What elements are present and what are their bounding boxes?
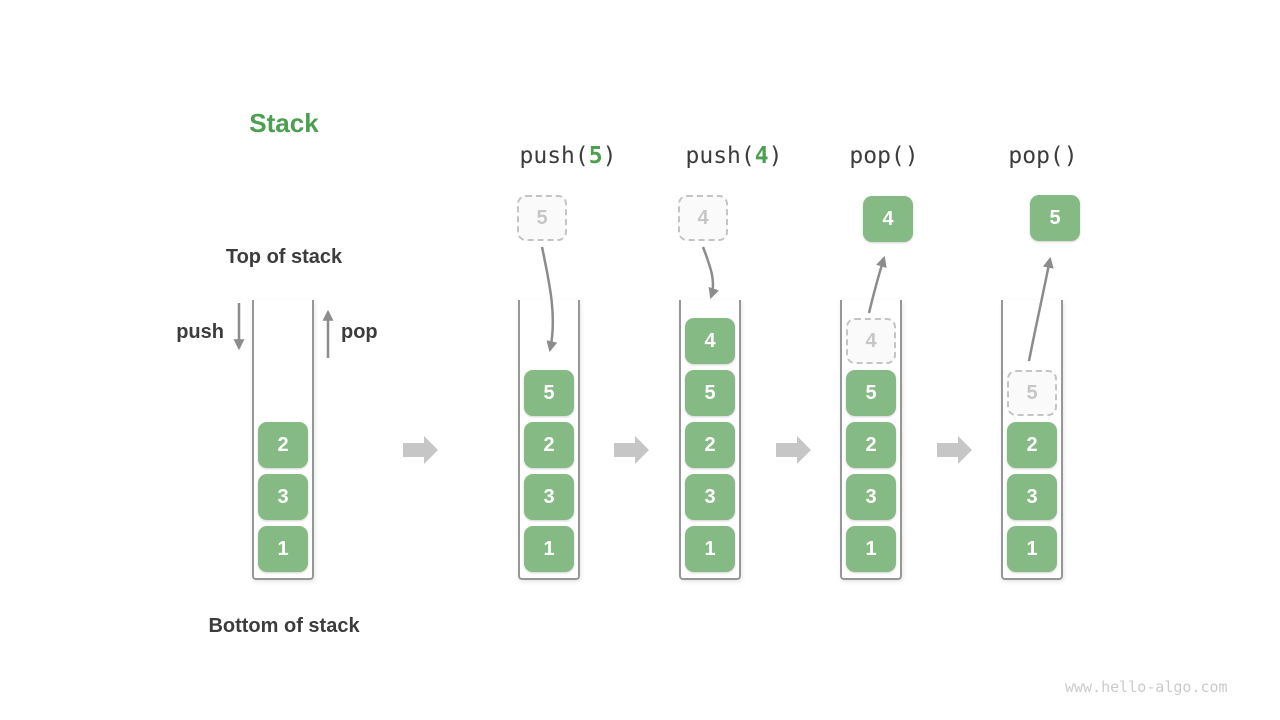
op-text: pop() <box>849 143 919 169</box>
pop-label: pop <box>341 321 378 343</box>
stack-cell: 5 <box>685 370 735 416</box>
stack-container: 5 2 3 1 <box>518 300 580 580</box>
op-label-push-4: push(4) <box>686 143 783 169</box>
stack-cell: 2 <box>685 422 735 468</box>
flow-arrow-icon <box>937 436 972 464</box>
stack-cell: 4 <box>685 318 735 364</box>
stack-cell: 3 <box>685 474 735 520</box>
stack-cell: 2 <box>524 422 574 468</box>
op-arg: 4 <box>754 143 769 169</box>
op-label-pop-2: pop() <box>1008 143 1077 169</box>
stack-container: 4 5 2 3 1 <box>840 300 902 580</box>
op-text: ) <box>602 143 617 169</box>
op-label-push-5: push(5) <box>520 143 617 169</box>
stack-cell: 1 <box>685 526 735 572</box>
stack-cell: 5 <box>846 370 896 416</box>
incoming-value-box: 5 <box>517 195 567 241</box>
stack-cell: 1 <box>524 526 574 572</box>
popped-value-box: 5 <box>1030 195 1080 241</box>
top-of-stack-label: Top of stack <box>225 246 343 268</box>
popped-value-box: 4 <box>863 196 913 242</box>
stack-cell: 2 <box>846 422 896 468</box>
op-label-pop-1: pop() <box>849 143 918 169</box>
stack-cell: 1 <box>846 526 896 572</box>
flow-arrow-icon <box>776 436 811 464</box>
op-arg: 5 <box>588 143 603 169</box>
op-text: push( <box>519 143 589 169</box>
stack-cell: 3 <box>1007 474 1057 520</box>
bottom-of-stack-label: Bottom of stack <box>208 615 360 637</box>
op-text: pop() <box>1008 143 1078 169</box>
watermark: www.hello-algo.com <box>1065 678 1228 696</box>
op-text: ) <box>768 143 783 169</box>
stack-container: 5 2 3 1 <box>1001 300 1063 580</box>
stack-cell: 1 <box>258 526 308 572</box>
stack-container: 2 3 1 <box>252 300 314 580</box>
stack-container: 4 5 2 3 1 <box>679 300 741 580</box>
push-4-curved-arrow-icon <box>701 246 719 300</box>
stack-cell: 3 <box>258 474 308 520</box>
ghost-cell: 5 <box>1007 370 1057 416</box>
stack-cell: 3 <box>524 474 574 520</box>
ghost-cell: 4 <box>846 318 896 364</box>
diagram-title: Stack <box>249 108 319 138</box>
stack-cell: 2 <box>258 422 308 468</box>
stack-cell: 3 <box>846 474 896 520</box>
stack-cell: 5 <box>524 370 574 416</box>
flow-arrow-icon <box>614 436 649 464</box>
op-text: push( <box>685 143 755 169</box>
incoming-value-box: 4 <box>678 195 728 241</box>
stack-cell: 1 <box>1007 526 1057 572</box>
flow-arrow-icon <box>403 436 438 464</box>
push-label: push <box>176 321 224 343</box>
stack-cell: 2 <box>1007 422 1057 468</box>
